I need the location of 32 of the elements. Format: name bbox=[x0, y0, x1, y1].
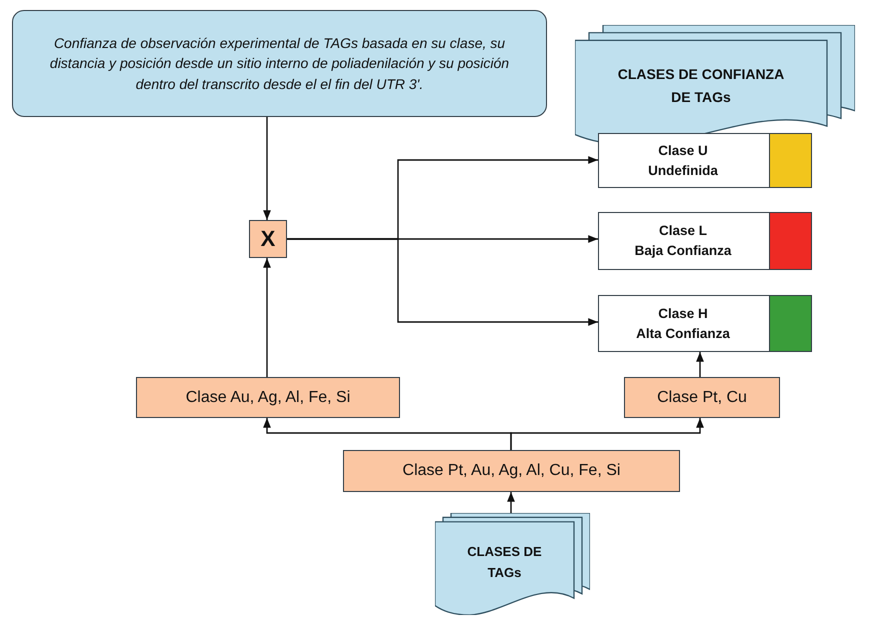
document-title: CLASES DE TAGs bbox=[466, 543, 543, 582]
arrow bbox=[507, 492, 515, 513]
document-stack bbox=[435, 513, 590, 615]
class-box bbox=[624, 377, 780, 418]
document-stack bbox=[575, 25, 855, 145]
class-label: Clase H bbox=[658, 304, 708, 323]
class-label: Clase L bbox=[658, 222, 708, 240]
class-label: Undefinida bbox=[648, 162, 718, 180]
description-box bbox=[12, 10, 547, 117]
arrow bbox=[696, 352, 704, 377]
operator-box bbox=[249, 220, 287, 258]
class-label: Clase Pt, Au, Ag, Al, Cu, Fe, Si bbox=[402, 461, 620, 482]
class-label: Baja Confianza bbox=[634, 242, 732, 260]
document-title: CLASES DE CONFIANZA DE TAGs bbox=[616, 65, 786, 107]
confidence-class-box bbox=[598, 133, 812, 188]
confidence-color-swatch bbox=[769, 134, 811, 187]
class-label: Clase Au, Ag, Al, Fe, Si bbox=[186, 388, 350, 408]
description-text: Confianza de observación experimental de TAGs basada en su clase, su distancia y posición desde un sitio interno de poliadenilación y su posición dentro del transcrito desde el el fin del UTR 3'. bbox=[48, 34, 510, 94]
confidence-color-swatch bbox=[769, 213, 811, 269]
class-box bbox=[136, 377, 400, 418]
arrow bbox=[263, 258, 271, 377]
arrow bbox=[263, 117, 271, 220]
arrow bbox=[510, 418, 704, 450]
arrow bbox=[287, 238, 598, 326]
operator-label: X bbox=[260, 225, 276, 254]
class-label: Clase Pt, Cu bbox=[657, 388, 747, 408]
confidence-class-box bbox=[598, 295, 812, 352]
confidence-color-swatch bbox=[769, 296, 811, 351]
class-label: Alta Confianza bbox=[636, 324, 730, 342]
class-label: Clase U bbox=[658, 142, 708, 160]
confidence-class-box bbox=[598, 212, 812, 270]
class-box bbox=[343, 450, 680, 492]
